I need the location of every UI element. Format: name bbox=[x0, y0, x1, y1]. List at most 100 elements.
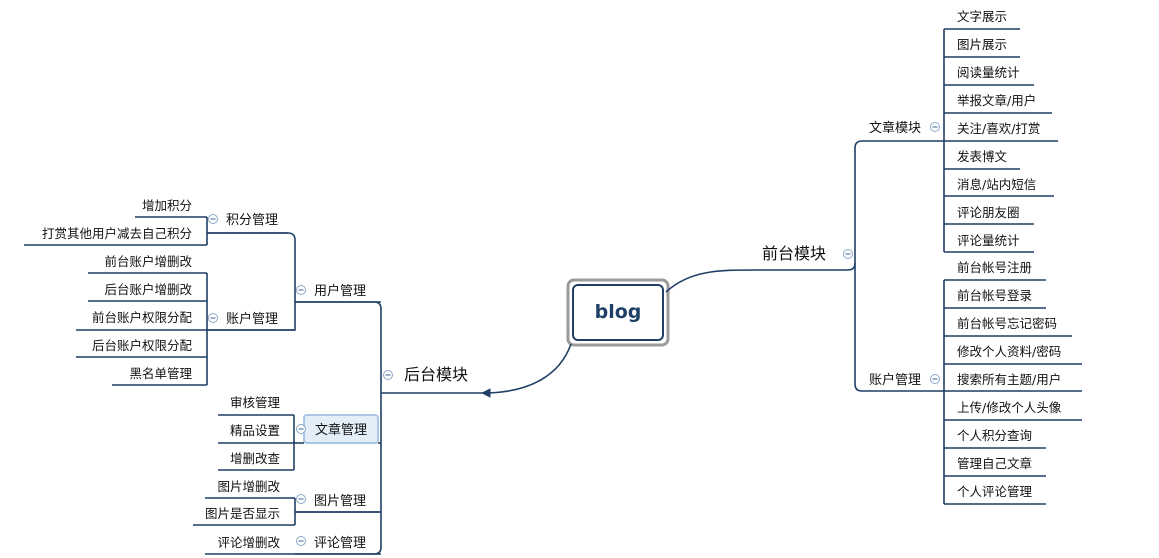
back-points-item[interactable]: 打赏其他用户减去自己积分 bbox=[24, 226, 207, 246]
back-subgroup-account-management[interactable]: 账户管理 bbox=[207, 311, 295, 331]
front-article-item[interactable]: 举报文章/用户 bbox=[944, 93, 1052, 114]
svg-text:举报文章/用户: 举报文章/用户 bbox=[957, 93, 1036, 108]
front-account-collapse-toggle[interactable] bbox=[930, 374, 940, 384]
front-account-item[interactable]: 管理自己文章 bbox=[944, 456, 1046, 477]
back-subgroup-account-label: 账户管理 bbox=[226, 311, 278, 327]
back-points-item[interactable]: 增加积分 bbox=[135, 198, 207, 218]
back-image-item[interactable]: 图片是否显示 bbox=[193, 506, 295, 526]
front-article-item[interactable]: 评论量统计 bbox=[944, 233, 1034, 253]
root-topic-label: blog bbox=[595, 301, 642, 323]
svg-text:上传/修改个人头像: 上传/修改个人头像 bbox=[957, 400, 1062, 415]
svg-text:前台账户增删改: 前台账户增删改 bbox=[104, 254, 192, 269]
back-account-item[interactable]: 前台账户增删改 bbox=[88, 254, 207, 274]
svg-text:精品设置: 精品设置 bbox=[230, 423, 280, 438]
back-group-image-management[interactable]: 图片管理 bbox=[295, 494, 381, 513]
front-module-collapse-toggle[interactable] bbox=[843, 249, 853, 259]
back-account-item[interactable]: 后台账户增删改 bbox=[88, 282, 207, 302]
front-account-item[interactable]: 个人评论管理 bbox=[944, 484, 1046, 505]
front-group-article-module[interactable]: 文章模块 bbox=[862, 120, 944, 142]
branch-back-module[interactable]: 后台模块 bbox=[381, 365, 483, 394]
back-article-collapse-toggle[interactable] bbox=[296, 424, 306, 434]
connector-back-user-management bbox=[295, 301, 382, 393]
back-article-item[interactable]: 精品设置 bbox=[218, 423, 294, 444]
svg-text:个人积分查询: 个人积分查询 bbox=[957, 428, 1032, 443]
front-article-collapse-toggle[interactable] bbox=[930, 122, 940, 132]
front-article-item[interactable]: 图片展示 bbox=[944, 37, 1020, 58]
front-account-item[interactable]: 上传/修改个人头像 bbox=[944, 400, 1082, 421]
back-group-user-label: 用户管理 bbox=[314, 283, 366, 299]
front-article-item[interactable]: 阅读量统计 bbox=[944, 65, 1034, 86]
svg-text:图片展示: 图片展示 bbox=[957, 37, 1007, 52]
front-article-item[interactable]: 关注/喜欢/打赏 bbox=[944, 121, 1058, 142]
back-comment-item[interactable]: 评论增删改 bbox=[205, 535, 295, 555]
svg-text:前台账户权限分配: 前台账户权限分配 bbox=[92, 310, 193, 325]
svg-text:前台帐号登录: 前台帐号登录 bbox=[957, 288, 1032, 303]
back-article-item[interactable]: 审核管理 bbox=[218, 395, 294, 416]
svg-text:增删改查: 增删改查 bbox=[230, 451, 281, 466]
front-account-item[interactable]: 前台帐号忘记密码 bbox=[944, 316, 1072, 337]
svg-text:搜索所有主题/用户: 搜索所有主题/用户 bbox=[957, 372, 1061, 387]
svg-text:后台账户权限分配: 后台账户权限分配 bbox=[92, 338, 193, 353]
svg-text:文字展示: 文字展示 bbox=[957, 9, 1007, 24]
back-module-label: 后台模块 bbox=[404, 365, 468, 384]
svg-text:黑名单管理: 黑名单管理 bbox=[129, 366, 192, 381]
svg-text:后台账户增删改: 后台账户增删改 bbox=[104, 282, 192, 297]
svg-text:评论量统计: 评论量统计 bbox=[957, 233, 1020, 248]
connector-root-front bbox=[665, 269, 756, 293]
back-account-item[interactable]: 黑名单管理 bbox=[112, 366, 207, 386]
back-group-image-label: 图片管理 bbox=[314, 494, 366, 509]
back-points-collapse-toggle[interactable] bbox=[208, 214, 218, 224]
front-group-account-management[interactable]: 账户管理 bbox=[862, 372, 944, 392]
back-account-item[interactable]: 后台账户权限分配 bbox=[76, 338, 207, 358]
back-image-item[interactable]: 图片增删改 bbox=[205, 479, 295, 499]
svg-text:管理自己文章: 管理自己文章 bbox=[957, 456, 1032, 471]
root-topic[interactable]: blog bbox=[566, 278, 670, 347]
back-module-collapse-toggle[interactable] bbox=[383, 370, 393, 380]
svg-text:消息/站内短信: 消息/站内短信 bbox=[957, 177, 1036, 192]
svg-text:打赏其他用户减去自己积分: 打赏其他用户减去自己积分 bbox=[42, 226, 192, 241]
svg-text:图片增删改: 图片增删改 bbox=[217, 479, 280, 494]
svg-text:前台帐号注册: 前台帐号注册 bbox=[957, 260, 1032, 275]
svg-text:图片是否显示: 图片是否显示 bbox=[205, 506, 280, 521]
svg-text:阅读量统计: 阅读量统计 bbox=[957, 65, 1020, 80]
back-user-collapse-toggle[interactable] bbox=[296, 285, 306, 295]
svg-text:增加积分: 增加积分 bbox=[142, 198, 192, 213]
front-article-item[interactable]: 发表博文 bbox=[944, 149, 1020, 170]
svg-text:修改个人资料/密码: 修改个人资料/密码 bbox=[957, 344, 1061, 359]
back-article-item[interactable]: 增删改查 bbox=[218, 451, 294, 471]
back-group-user-management[interactable]: 用户管理 bbox=[295, 283, 381, 303]
back-account-collapse-toggle[interactable] bbox=[208, 313, 218, 323]
front-account-item[interactable]: 修改个人资料/密码 bbox=[944, 344, 1082, 365]
svg-text:关注/喜欢/打赏: 关注/喜欢/打赏 bbox=[957, 121, 1040, 136]
front-account-item[interactable]: 个人积分查询 bbox=[944, 428, 1046, 449]
svg-text:发表博文: 发表博文 bbox=[957, 149, 1008, 164]
connector-root-back bbox=[481, 343, 572, 398]
back-group-article-management[interactable]: 文章管理 bbox=[303, 414, 379, 444]
back-comment-collapse-toggle[interactable] bbox=[296, 536, 306, 546]
svg-text:评论增删改: 评论增删改 bbox=[217, 535, 280, 550]
front-group-article-label: 文章模块 bbox=[869, 120, 921, 136]
svg-text:前台帐号忘记密码: 前台帐号忘记密码 bbox=[957, 316, 1057, 331]
back-group-article-label: 文章管理 bbox=[315, 422, 367, 438]
back-group-comment-management[interactable]: 评论管理 bbox=[295, 536, 381, 555]
front-article-item[interactable]: 消息/站内短信 bbox=[944, 177, 1054, 197]
front-article-item[interactable]: 评论朋友圈 bbox=[944, 205, 1034, 225]
front-group-account-label: 账户管理 bbox=[869, 372, 921, 388]
front-account-item[interactable]: 搜索所有主题/用户 bbox=[944, 372, 1082, 392]
svg-text:评论朋友圈: 评论朋友圈 bbox=[957, 205, 1020, 220]
connector-front-account bbox=[854, 263, 863, 392]
front-module-label: 前台模块 bbox=[762, 244, 826, 263]
svg-text:个人评论管理: 个人评论管理 bbox=[957, 484, 1033, 499]
back-group-comment-label: 评论管理 bbox=[314, 536, 366, 551]
svg-text:审核管理: 审核管理 bbox=[230, 395, 281, 410]
connector-user-points bbox=[207, 232, 296, 302]
front-account-item[interactable]: 前台帐号登录 bbox=[944, 288, 1046, 309]
back-image-collapse-toggle[interactable] bbox=[296, 494, 306, 504]
back-subgroup-points-label: 积分管理 bbox=[226, 213, 278, 228]
front-account-item[interactable]: 前台帐号注册 bbox=[944, 260, 1046, 281]
branch-front-module[interactable]: 前台模块 bbox=[755, 244, 838, 271]
back-subgroup-points-management[interactable]: 积分管理 bbox=[207, 213, 288, 234]
back-account-item[interactable]: 前台账户权限分配 bbox=[76, 310, 207, 331]
front-article-item[interactable]: 文字展示 bbox=[944, 9, 1020, 30]
